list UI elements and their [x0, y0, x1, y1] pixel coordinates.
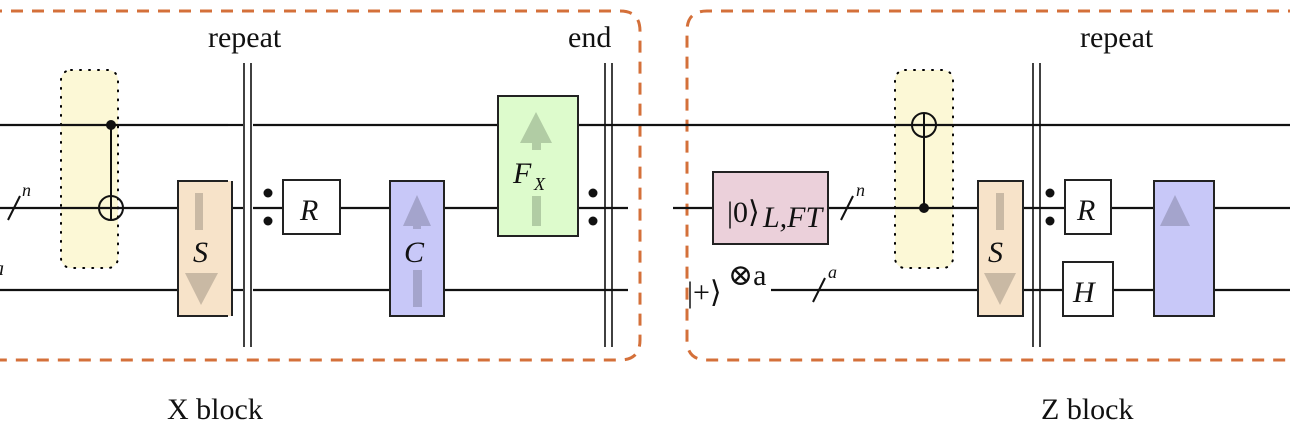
control-dot: [919, 203, 929, 213]
r-gate-z: [1064, 179, 1112, 235]
end-label: end: [568, 21, 611, 54]
s-label-z: S: [988, 236, 1003, 269]
c-label-x: C: [404, 236, 425, 269]
c-gate-z-partial: [1153, 180, 1215, 317]
label-a-partial: a: [0, 258, 4, 280]
plus-state-sup: ⊗a: [728, 259, 766, 292]
repeat-label-z: repeat: [1080, 21, 1154, 54]
repeat-label-x: repeat: [208, 21, 282, 54]
z-block-label: Z block: [1041, 393, 1133, 426]
label-n-z: n: [856, 180, 865, 200]
target-icon: [98, 195, 124, 221]
x-block-label: X block: [167, 393, 263, 426]
x-block-border: [0, 9, 642, 362]
h-label: H: [1072, 276, 1097, 309]
fx-sub: X: [533, 174, 546, 194]
label-a-z: a: [828, 262, 837, 282]
r-label-z: R: [1076, 194, 1095, 227]
r-label-x: R: [299, 194, 318, 227]
ket0-prep-gate: [712, 171, 829, 245]
fx-label: F: [512, 157, 532, 190]
plus-state-label: |+⟩: [687, 276, 722, 309]
z-block-border: [685, 9, 1290, 362]
label-n: n: [22, 180, 31, 200]
target-icon: [911, 112, 937, 138]
h-gate: [1062, 261, 1114, 317]
s-label: S: [193, 236, 208, 269]
ket0-label: |0⟩: [727, 196, 760, 229]
control-dot: [106, 120, 116, 130]
ket0-sub: L,FT: [762, 201, 825, 234]
r-gate-x: [282, 179, 341, 235]
